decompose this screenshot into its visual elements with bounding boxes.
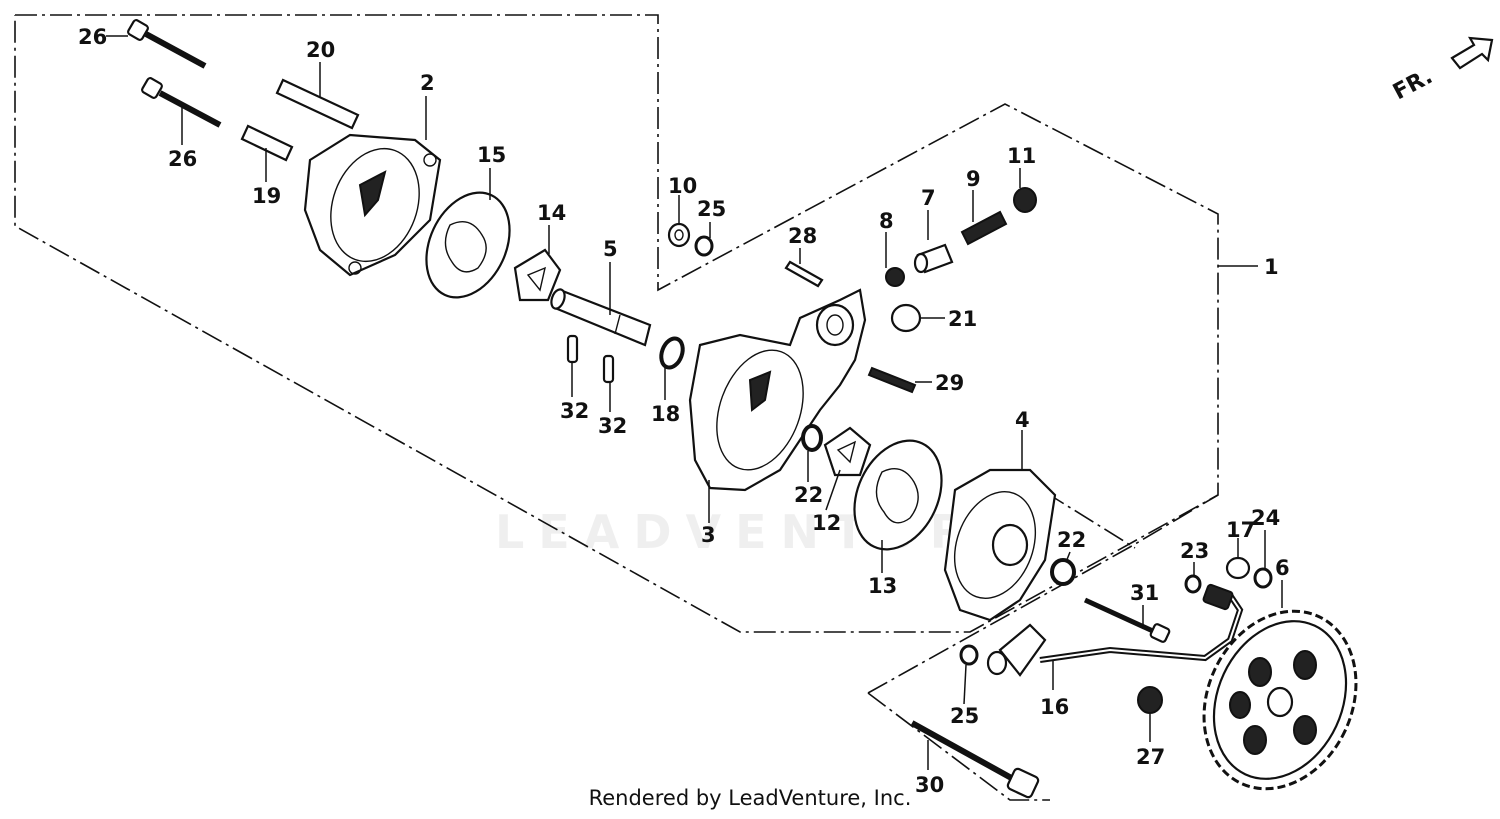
spring-9 (960, 210, 1008, 246)
cap-8 (885, 267, 905, 287)
pin-20 (275, 78, 360, 130)
spring-pin-28 (784, 260, 824, 288)
callout-22-left: 22 (794, 483, 823, 507)
callout-32-left: 32 (560, 399, 589, 423)
callout-1: 1 (1264, 255, 1279, 279)
relief-valve-7 (913, 243, 954, 274)
callout-21: 21 (948, 307, 977, 331)
callout-labels: 26 26 20 19 2 15 10 25 14 5 28 8 7 9 11 … (78, 25, 1290, 797)
dowel-19 (240, 124, 294, 162)
nut-27 (1137, 686, 1163, 714)
callout-16: 16 (1040, 695, 1069, 719)
inner-rotor-14 (513, 248, 562, 302)
pin-32-a (566, 334, 579, 364)
pin-32-b (602, 354, 615, 384)
sprocket-6 (1202, 609, 1358, 791)
callout-26-lower: 26 (168, 147, 197, 171)
callout-5: 5 (603, 237, 618, 261)
footer-credit: Rendered by LeadVenture, Inc. (588, 786, 912, 810)
callout-27: 27 (1136, 745, 1165, 769)
callout-8: 8 (879, 209, 894, 233)
bolt-26-lower (141, 77, 222, 128)
callout-29: 29 (935, 371, 964, 395)
watermark: LEADVENTURE (495, 505, 1025, 559)
callout-13: 13 (868, 574, 897, 598)
o-ring-18 (659, 336, 685, 370)
o-ring-22-left (801, 424, 823, 452)
washer-25-lower (959, 644, 979, 666)
outer-rotor-15 (425, 191, 511, 299)
plug-11 (1013, 187, 1037, 213)
o-ring-22-right (1050, 558, 1076, 586)
callout-7: 7 (921, 186, 936, 210)
bolt-31 (1083, 597, 1171, 643)
callout-24: 24 (1251, 506, 1280, 530)
callout-12: 12 (812, 511, 841, 535)
callout-15: 15 (477, 143, 506, 167)
spring-pin-29 (867, 366, 917, 394)
callout-4: 4 (1015, 408, 1030, 432)
assembly-boundary-lower (867, 494, 1219, 694)
callout-28: 28 (788, 224, 817, 248)
collar-17 (1225, 556, 1251, 580)
bolt-26-upper (127, 19, 207, 69)
washer-23 (1184, 574, 1202, 594)
callout-2: 2 (420, 71, 435, 95)
outer-rotor-13 (853, 439, 943, 551)
washer-25-upper (694, 235, 714, 257)
assembly-boundary-link (867, 692, 1050, 801)
pump-cover-4 (943, 468, 1057, 622)
callout-11: 11 (1007, 144, 1036, 168)
callout-10: 10 (668, 174, 697, 198)
bolt-30 (910, 720, 1040, 799)
oil-pipe-16 (986, 583, 1244, 677)
plug-21 (890, 303, 922, 333)
callout-20: 20 (306, 38, 335, 62)
callout-3: 3 (701, 523, 716, 547)
front-marker: FR. (1389, 64, 1437, 105)
callout-26-upper: 26 (78, 25, 107, 49)
front-arrow-icon: FR. (1389, 36, 1494, 105)
callout-17: 17 (1226, 518, 1255, 542)
callout-25-upper: 25 (697, 197, 726, 221)
callout-30: 30 (915, 773, 944, 797)
callout-19: 19 (252, 184, 281, 208)
callout-25-lower: 25 (950, 704, 979, 728)
callout-18: 18 (651, 402, 680, 426)
inner-rotor-12 (823, 426, 872, 477)
pump-cover-2 (303, 133, 442, 277)
callout-32-right: 32 (598, 414, 627, 438)
assembly-boundary (14, 14, 1219, 633)
pump-shaft-5 (550, 288, 652, 347)
pump-body-3 (688, 288, 867, 492)
callout-9: 9 (966, 167, 981, 191)
washer-24 (1253, 567, 1273, 589)
callout-6: 6 (1275, 556, 1290, 580)
leader-lines (106, 35, 1283, 770)
callout-22-right: 22 (1057, 528, 1086, 552)
callout-31: 31 (1130, 581, 1159, 605)
assembly-boundary-inner (1044, 491, 1136, 549)
collar-10 (667, 222, 691, 248)
callout-14: 14 (537, 201, 566, 225)
callout-23: 23 (1180, 539, 1209, 563)
